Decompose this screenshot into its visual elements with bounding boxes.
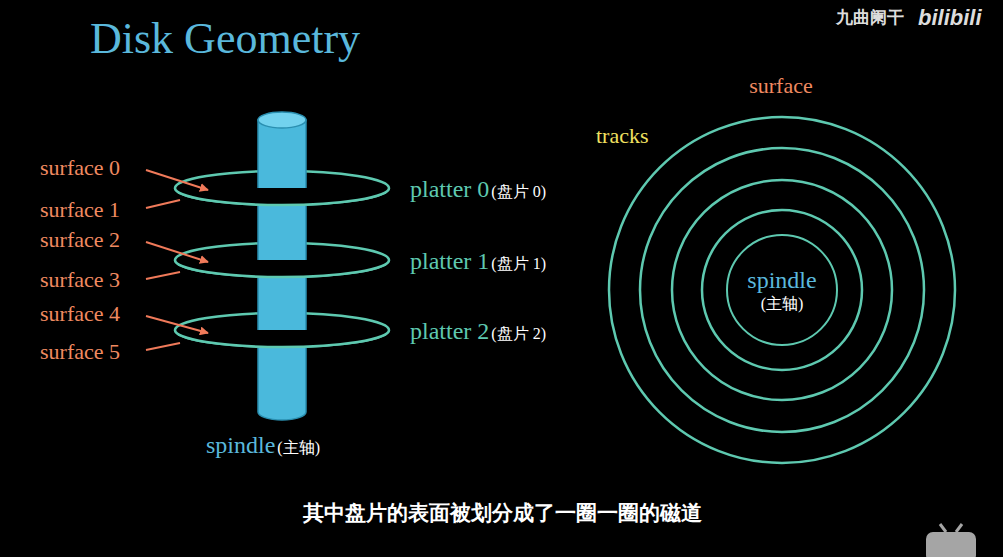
spindle-circle: spindle(主轴) [726, 234, 838, 346]
platter-label: platter 2 [410, 318, 489, 346]
platter-note: (盘片 1) [491, 255, 546, 273]
surface-label: surface 5 [40, 339, 120, 364]
track-circle [702, 210, 862, 370]
surface-label: surface [749, 73, 813, 98]
spindle-note: (主轴) [277, 439, 320, 457]
spindle-note: (主轴) [761, 295, 804, 313]
surface-label: surface 2 [40, 227, 120, 252]
track-circle [672, 180, 892, 400]
platter-label: platter 0 [410, 176, 489, 204]
leader-line [146, 343, 180, 350]
watermark-logo: bilibili [918, 5, 982, 30]
title: Disk Geometry [90, 14, 360, 65]
spindle-label: spindle [206, 432, 275, 460]
subtitle-caption: 其中盘片的表面被划分成了一圈一圈的磁道 [303, 501, 702, 525]
surface-label: surface 1 [40, 197, 120, 222]
surface-label: surface 4 [40, 301, 120, 326]
leader-line [146, 272, 180, 279]
platter-note: (盘片 2) [491, 325, 546, 343]
track-circle [609, 117, 955, 463]
platter-label: platter 1 [410, 248, 489, 276]
surface-label: surface 3 [40, 267, 120, 292]
leader-arrow [146, 170, 208, 190]
track-circle [640, 148, 924, 432]
tv-icon [926, 524, 976, 557]
tracks-label: tracks [596, 123, 649, 148]
leader-arrow [146, 316, 208, 333]
platter-note: (盘片 0) [491, 183, 546, 201]
spindle-top [258, 112, 306, 128]
leader-line [146, 200, 180, 208]
surface-label: surface 0 [40, 155, 120, 180]
leader-arrow [146, 242, 208, 262]
spindle-label: spindle [747, 267, 816, 295]
watermark: 九曲阑干 [836, 8, 904, 28]
